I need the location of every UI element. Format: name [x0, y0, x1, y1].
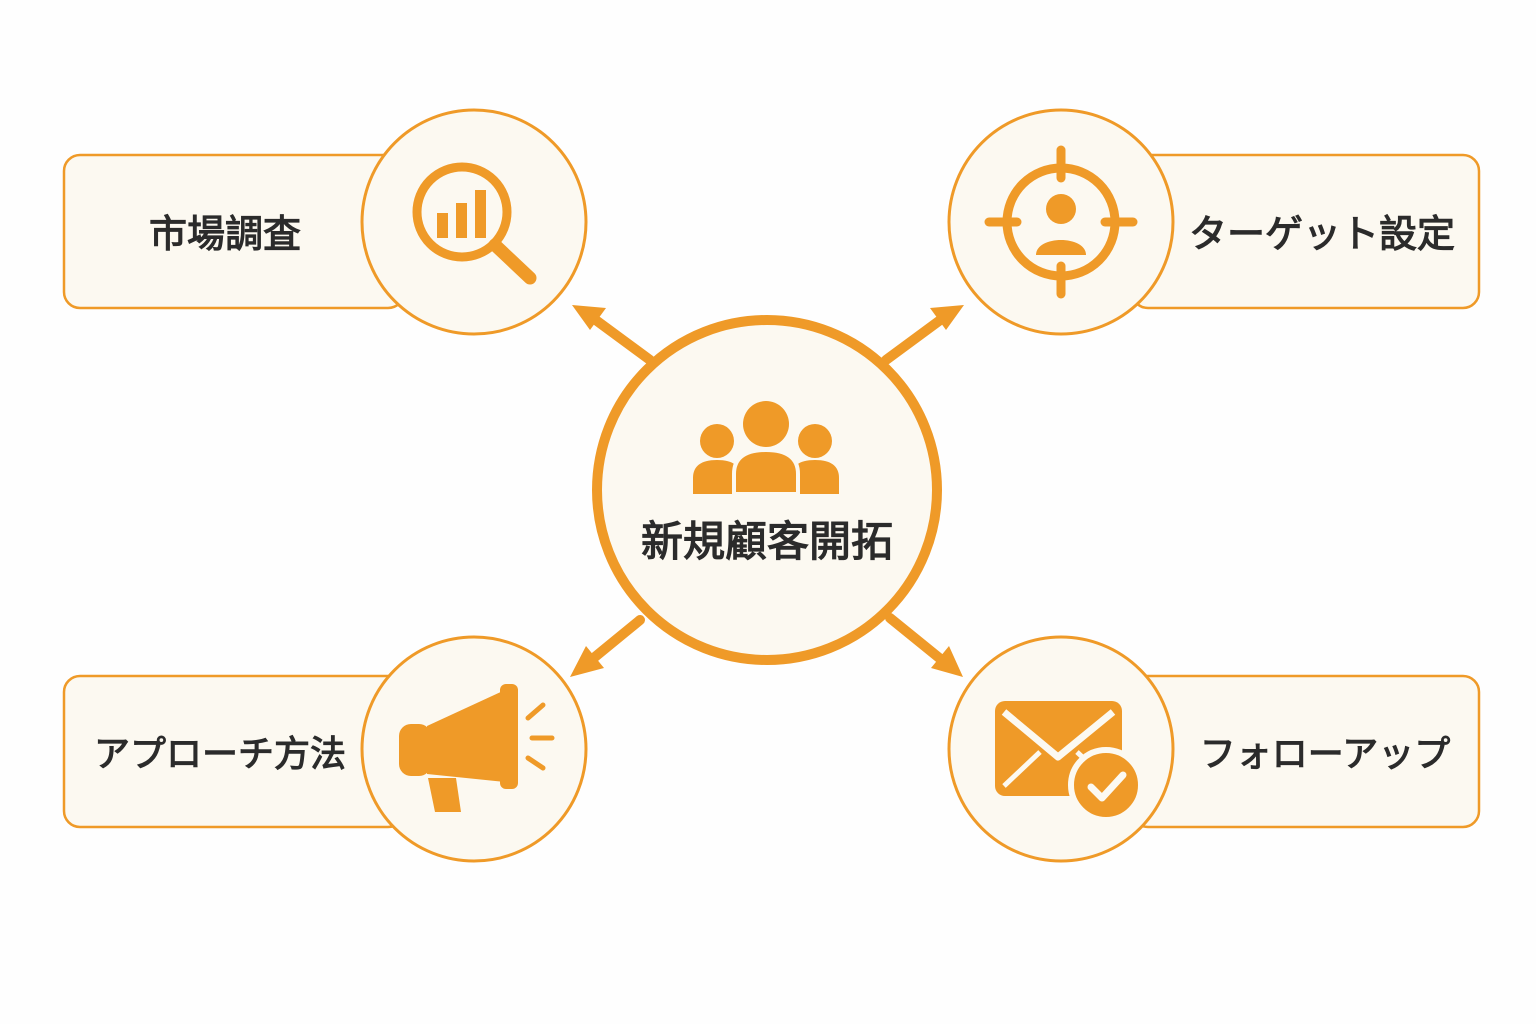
group-of-people-icon [693, 401, 839, 496]
connector-arrows [570, 305, 964, 677]
arrow-to-market-research [572, 305, 655, 365]
node-label: ターゲット設定 [1189, 212, 1455, 256]
arrow-to-approach-method [570, 615, 645, 677]
node-label: 市場調査 [149, 212, 301, 256]
center-hub: 新規顧客開拓 [592, 315, 942, 665]
target-person-icon [984, 145, 1138, 299]
arrow-to-follow-up [885, 613, 963, 677]
node-approach-method: アプローチ方法 [62, 635, 588, 863]
envelope-check-icon [995, 701, 1144, 823]
node-follow-up: フォローアップ [947, 635, 1481, 863]
node-label: アプローチ方法 [94, 734, 346, 775]
node-icon-circle [360, 108, 588, 336]
megaphone-icon [399, 684, 555, 812]
magnifier-bar-chart-icon [412, 162, 537, 285]
center-label: 新規顧客開拓 [641, 517, 893, 566]
arrow-to-target-setting [881, 305, 964, 365]
node-label: フォローアップ [1200, 734, 1451, 775]
node-market-research: 市場調査 [62, 108, 588, 336]
node-target-setting: ターゲット設定 [947, 108, 1481, 336]
